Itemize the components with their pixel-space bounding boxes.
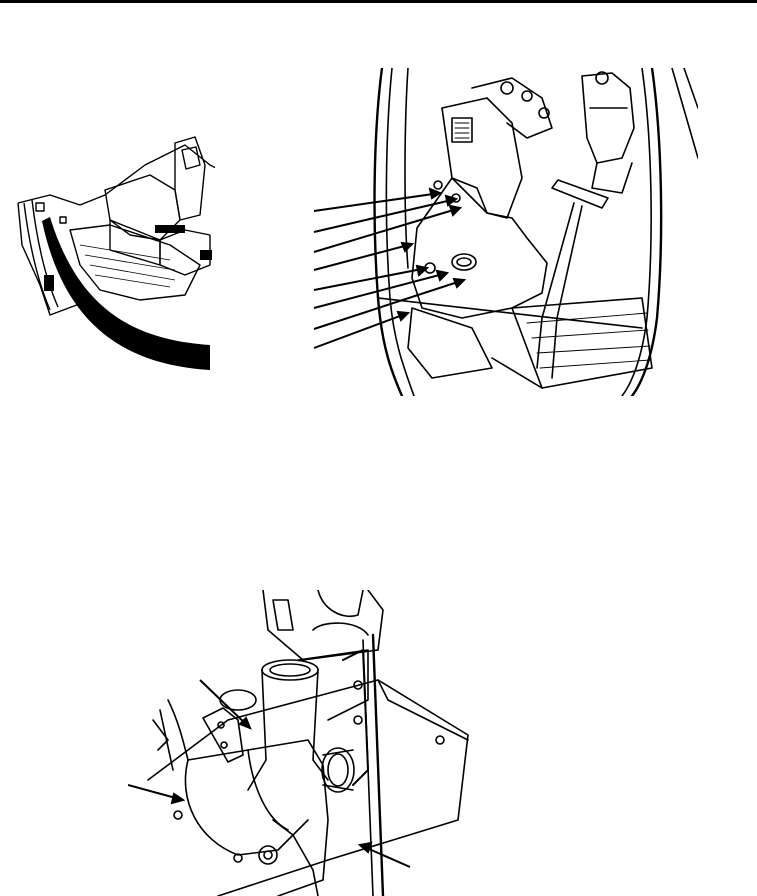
cab-overview-drawing: [17, 136, 215, 370]
duct-callout-arrows: [128, 679, 411, 868]
cab-interior-drawing: [313, 68, 698, 396]
callout-arrows: [313, 187, 467, 349]
pointer-curve-band: [42, 217, 210, 370]
cab-overview-illustration: [10, 125, 215, 375]
page-header-rule: [0, 0, 757, 3]
duct-assembly-illustration: [128, 590, 473, 896]
duct-assembly-drawing: [128, 590, 469, 896]
cab-interior-callout-illustration: [312, 68, 698, 396]
